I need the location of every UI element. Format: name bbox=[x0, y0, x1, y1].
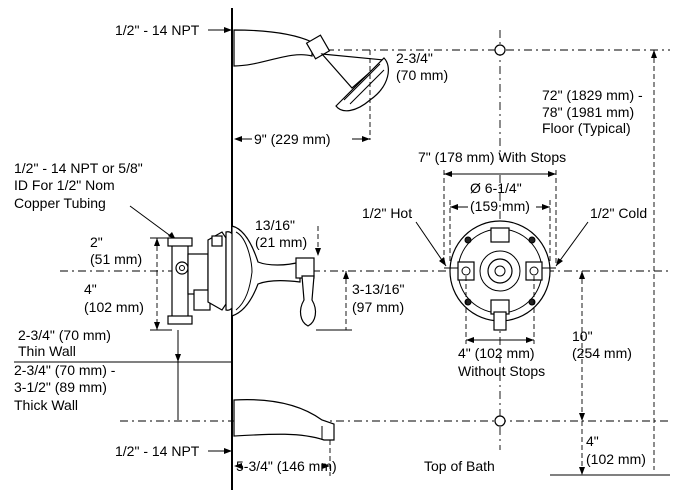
npt-copper-line-1: 1/2" - 14 NPT or 5/8" bbox=[14, 160, 143, 176]
diameter-dimension: Ø 6-1/4" (159 mm) bbox=[449, 180, 551, 262]
npt-bottom-callout: 1/2" - 14 NPT bbox=[115, 443, 232, 459]
thin-wall-line-2: Thin Wall bbox=[18, 343, 76, 359]
handle-offset-dimension: 13/16" (21 mm) bbox=[255, 217, 321, 256]
ten-inch-dimension: 10" (254 mm) bbox=[572, 271, 632, 421]
npt-bottom-label: 1/2" - 14 NPT bbox=[115, 443, 200, 459]
thick-wall-line-2: 3-1/2" (89 mm) bbox=[14, 379, 107, 395]
spout-reach-label: 5-3/4" (146 mm) bbox=[236, 458, 337, 474]
hot-label: 1/2" Hot bbox=[362, 205, 412, 221]
two-mm-label: (51 mm) bbox=[90, 251, 142, 267]
with-stops-label: 7" (178 mm) With Stops bbox=[418, 149, 566, 165]
without-stops-line-2: Without Stops bbox=[458, 363, 545, 379]
with-stops-dimension: 7" (178 mm) With Stops bbox=[418, 149, 566, 264]
four-in-label: 4" bbox=[84, 281, 97, 297]
centerline-markers bbox=[494, 44, 506, 427]
tub-spout bbox=[233, 399, 335, 441]
trim-handle-side-view bbox=[231, 225, 317, 327]
floor-height-line-3: Floor (Typical) bbox=[542, 120, 631, 136]
floor-height-dimension: 72" (1829 mm) - 78" (1981 mm) Floor (Typ… bbox=[542, 50, 657, 470]
valve-side-view bbox=[167, 231, 239, 325]
handle-offset-mm: (21 mm) bbox=[255, 234, 307, 250]
valve-height-dimensions: 2" (51 mm) 4" (102 mm) bbox=[84, 234, 172, 331]
npt-top-callout: 1/2" - 14 NPT bbox=[115, 22, 232, 38]
arm-reach-label: 9" (229 mm) bbox=[254, 131, 331, 147]
npt-copper-line-3: Copper Tubing bbox=[14, 195, 106, 211]
without-stops-line-1: 4" (102 mm) bbox=[458, 345, 535, 361]
handle-drop-in: 3-13/16" bbox=[352, 281, 404, 297]
floor-height-line-2: 78" (1981 mm) bbox=[542, 104, 634, 120]
ten-mm-label: (254 mm) bbox=[572, 345, 632, 361]
thin-wall-line-1: 2-3/4" (70 mm) bbox=[18, 327, 111, 343]
npt-copper-line-2: ID For 1/2" Nom bbox=[14, 177, 115, 193]
head-projection-dimension: 2-3/4" (70 mm) bbox=[369, 50, 448, 140]
shower-arm-and-head bbox=[233, 29, 389, 112]
copper-tubing-callout: 1/2" - 14 NPT or 5/8" ID For 1/2" Nom Co… bbox=[14, 160, 177, 241]
top-of-bath-label: Top of Bath bbox=[424, 458, 495, 474]
cold-label: 1/2" Cold bbox=[590, 205, 647, 221]
thick-wall-line-3: Thick Wall bbox=[14, 397, 78, 413]
two-in-label: 2" bbox=[90, 234, 103, 250]
npt-top-label: 1/2" - 14 NPT bbox=[115, 22, 200, 38]
thick-wall-line-1: 2-3/4" (70 mm) - bbox=[14, 362, 116, 378]
bath-in-label: 4" bbox=[586, 433, 599, 449]
spout-reach-dimension: 5-3/4" (146 mm) bbox=[234, 440, 337, 476]
diameter-in: Ø 6-1/4" bbox=[470, 180, 522, 196]
handle-offset-in: 13/16" bbox=[255, 217, 295, 233]
arm-reach-dimension: 9" (229 mm) bbox=[234, 131, 370, 147]
floor-height-line-1: 72" (1829 mm) - bbox=[542, 87, 643, 103]
diameter-mm: (159 mm) bbox=[470, 198, 530, 214]
top-of-bath: Top of Bath 4" (102 mm) bbox=[424, 421, 670, 476]
bath-mm-label: (102 mm) bbox=[586, 451, 646, 467]
ten-in-label: 10" bbox=[572, 328, 593, 344]
valve-front-view bbox=[444, 220, 556, 331]
handle-drop-dimension: 3-13/16" (97 mm) bbox=[316, 271, 404, 331]
hot-cold-callouts: 1/2" Hot 1/2" Cold bbox=[362, 205, 647, 267]
four-mm-label: (102 mm) bbox=[84, 299, 144, 315]
handle-drop-mm: (97 mm) bbox=[352, 299, 404, 315]
head-projection-in: 2-3/4" bbox=[396, 50, 433, 66]
head-projection-mm: (70 mm) bbox=[396, 67, 448, 83]
wall-thickness-callouts: 2-3/4" (70 mm) Thin Wall 2-3/4" (70 mm) … bbox=[14, 327, 232, 420]
without-stops-dimension: 4" (102 mm) Without Stops bbox=[458, 276, 545, 379]
